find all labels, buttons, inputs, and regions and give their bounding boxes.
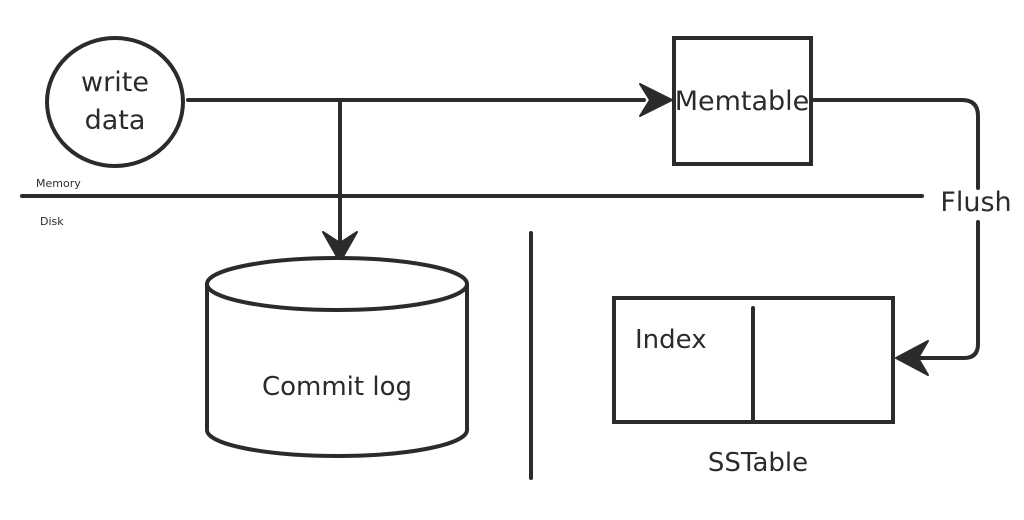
- write-data-label-line2: data: [85, 105, 146, 136]
- commit-log-label: Commit log: [262, 372, 412, 402]
- flush-label: Flush: [940, 187, 1011, 218]
- sstable-caption: SSTable: [708, 448, 808, 478]
- commit-log-cylinder-top: [205, 256, 469, 312]
- memtable-arrowhead: [639, 83, 673, 117]
- sstable-node: Index SSTable: [612, 296, 895, 478]
- memtable-label: Memtable: [675, 86, 810, 117]
- write-data-label-line1: write: [81, 67, 149, 98]
- flush-path: [811, 98, 980, 190]
- flush-edge: Flush: [811, 98, 1012, 376]
- commit-log-node: Commit log: [205, 256, 469, 458]
- write-to-commitlog-arrow: [322, 101, 358, 263]
- memtable-node: Memtable: [672, 36, 813, 166]
- sstable-arrowhead: [895, 340, 929, 376]
- commit-log-cylinder-body: [205, 284, 469, 458]
- write-data-node: write data: [45, 36, 185, 168]
- sstable-index-label: Index: [635, 325, 707, 355]
- disk-region-label: Disk: [40, 215, 64, 228]
- write-data-circle: [45, 36, 185, 168]
- write-to-memtable-arrow: [186, 83, 673, 117]
- memory-region-label: Memory: [36, 177, 81, 190]
- flush-path-lower: [916, 220, 980, 360]
- commitlog-arrowhead: [322, 231, 358, 263]
- memtable-box: [672, 36, 813, 166]
